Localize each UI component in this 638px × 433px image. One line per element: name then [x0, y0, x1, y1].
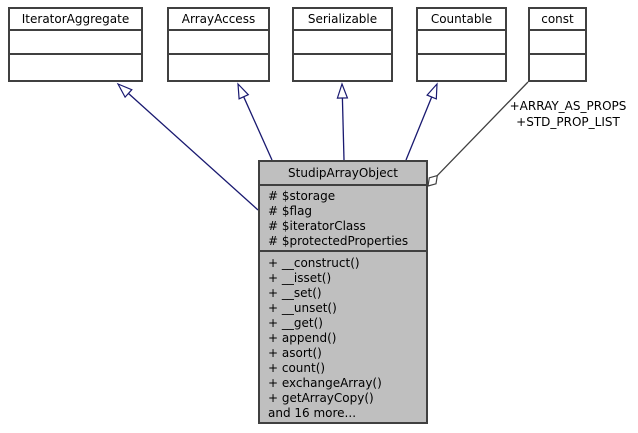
method-row: + count()	[268, 361, 326, 375]
inheritance-edge-iteratoraggregate	[116, 82, 259, 211]
hollow-arrowhead-icon	[336, 82, 349, 99]
attributes-compartment: # $storage # $flag # $iteratorClass # $p…	[260, 186, 426, 252]
hollow-arrowhead-icon	[116, 82, 133, 99]
usage-line	[436, 81, 529, 177]
empty-attributes-compartment	[530, 31, 585, 55]
hollow-arrowhead-icon	[426, 82, 438, 100]
class-name: Serializable	[294, 9, 391, 31]
class-name: StudipArrayObject	[260, 162, 426, 186]
inheritance-line	[243, 96, 273, 161]
class-box-studiparrayobject[interactable]: StudipArrayObject # $storage # $flag # $…	[258, 160, 428, 424]
hollow-arrowhead-icon	[237, 82, 250, 100]
method-row: + __set()	[268, 286, 322, 300]
method-row: + append()	[268, 331, 337, 345]
class-name: Countable	[418, 9, 505, 31]
open-diamond-icon	[427, 174, 439, 187]
usage-label-line1: +ARRAY_AS_PROPS	[509, 99, 627, 113]
method-row: + __get()	[268, 316, 323, 330]
method-row: + exchangeArray()	[268, 376, 382, 390]
empty-attributes-compartment	[418, 31, 505, 55]
inheritance-edge-countable	[405, 82, 438, 161]
class-box-countable[interactable]: Countable	[416, 7, 507, 82]
empty-methods-compartment	[10, 55, 141, 80]
attribute-row: # $flag	[268, 204, 313, 218]
class-name: ArrayAccess	[169, 9, 268, 31]
inheritance-line	[341, 97, 345, 161]
method-row: + __unset()	[268, 301, 337, 315]
empty-methods-compartment	[294, 55, 391, 80]
methods-compartment: + __construct() + __isset() + __set() + …	[260, 252, 426, 422]
inheritance-line	[127, 92, 259, 211]
empty-attributes-compartment	[10, 31, 141, 55]
class-box-serializable[interactable]: Serializable	[292, 7, 393, 82]
attribute-row: # $protectedProperties	[268, 234, 409, 248]
class-box-const: const	[528, 7, 587, 82]
class-name: IteratorAggregate	[10, 9, 141, 31]
empty-attributes-compartment	[294, 31, 391, 55]
attribute-row: # $storage	[268, 189, 336, 203]
method-row: + asort()	[268, 346, 322, 360]
attribute-row: # $iteratorClass	[268, 219, 366, 233]
class-name: const	[530, 9, 585, 31]
empty-methods-compartment	[530, 55, 585, 80]
empty-attributes-compartment	[169, 31, 268, 55]
inheritance-line	[405, 96, 433, 161]
method-row: + getArrayCopy()	[268, 391, 374, 405]
class-box-arrayaccess[interactable]: ArrayAccess	[167, 7, 270, 82]
method-row: + __construct()	[268, 256, 360, 270]
usage-edge-const	[427, 81, 529, 187]
empty-methods-compartment	[418, 55, 505, 80]
method-row: + __isset()	[268, 271, 332, 285]
usage-edge-label: +ARRAY_AS_PROPS +STD_PROP_LIST	[498, 98, 638, 130]
class-box-iteratoraggregate[interactable]: IteratorAggregate	[8, 7, 143, 82]
usage-label-line2: +STD_PROP_LIST	[516, 115, 620, 129]
inheritance-edge-serializable	[336, 82, 349, 161]
method-row: and 16 more...	[268, 406, 357, 420]
empty-methods-compartment	[169, 55, 268, 80]
inheritance-edge-arrayaccess	[237, 82, 273, 161]
